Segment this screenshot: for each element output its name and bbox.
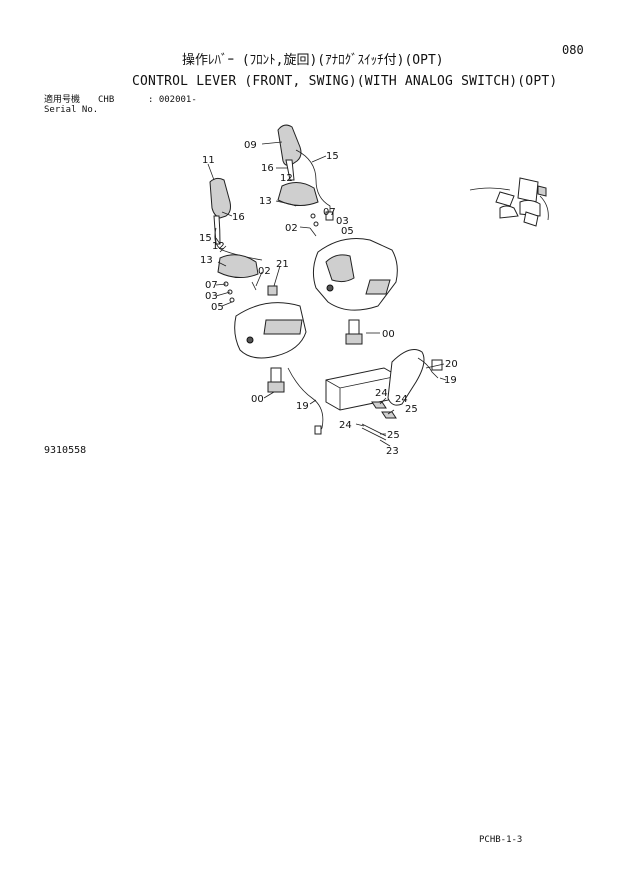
callout-13: 13 [259,196,272,207]
callout-05: 05 [341,226,354,237]
callout-03: 03 [205,291,218,302]
right-lever-boot [277,182,319,206]
page-number: 080 [562,43,584,57]
left-analog-switch [270,367,282,383]
callout-24: 24 [395,394,408,405]
right-harness-connector [325,211,334,221]
callout-03: 03 [336,216,349,227]
callout-13: 13 [200,255,213,266]
callout-12: 12 [280,173,293,184]
reference-location-view [469,177,549,227]
callout-09: 09 [244,140,257,151]
callout-23: 23 [386,446,399,457]
left-lever-grip [209,177,231,219]
callout-25: 25 [387,430,400,441]
callout-07: 07 [205,280,218,291]
callout-05: 05 [211,302,224,313]
serial-model: CHB [98,95,115,105]
callout-02: 02 [258,266,271,277]
callout-00: 00 [251,394,264,405]
callout-24: 24 [375,388,388,399]
callout-19: 19 [296,401,309,412]
right-analog-switch [348,319,360,335]
right-lever-assembly [261,124,398,345]
callout-00: 00 [382,329,395,340]
page-code: PCHB-1-3 [479,835,523,845]
serial-label-japanese: 適用号機 [44,95,81,105]
analog-switch-controller-assembly [287,349,447,447]
callout-07: 07 [323,207,336,218]
right-harness-wire [295,149,331,214]
callout-19: 19 [444,375,457,386]
left-switch [267,285,278,296]
callout-11: 11 [202,155,215,166]
drawing-number: 9310558 [44,445,87,456]
right-lever-shaft [285,159,295,181]
callout-21: 21 [276,259,289,270]
callout-12: 12 [212,241,225,252]
page-title-japanese: 操作ﾚﾊﾞｰ (ﾌﾛﾝﾄ,旋回)(ｱﾅﾛｸﾞｽｲｯﾁ付)(OPT) [182,53,444,68]
controller-bracket [387,349,425,406]
right-lever-grip [277,124,302,166]
left-lever-assembly [207,163,307,399]
callout-02: 02 [285,223,298,234]
lower-harness-wire-left [287,367,324,435]
left-lever-boot [217,254,259,278]
callout-16: 16 [261,163,274,174]
callout-20: 20 [445,359,458,370]
callout-15: 15 [326,151,339,162]
callout-25: 25 [405,404,418,415]
callout-15: 15 [199,233,212,244]
serial-range: : 002001- [148,95,197,105]
callout-24: 24 [339,420,352,431]
lower-harness-wire-right [417,357,439,379]
right-console-housing [312,238,398,311]
callout-16: 16 [232,212,245,223]
page-title-english: CONTROL LEVER (FRONT, SWING)(WITH ANALOG… [132,74,558,89]
serial-label-english: Serial No. [44,105,99,115]
